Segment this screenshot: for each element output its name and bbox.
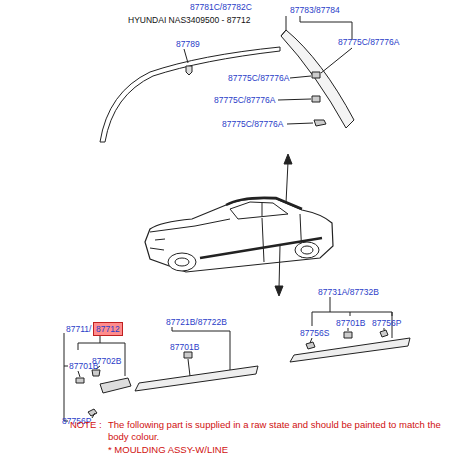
part-number: 87756P [372, 318, 401, 328]
part-number: 87721B/87722B [166, 317, 227, 327]
part-number: 87702B [92, 356, 121, 366]
part-number: 87775C/87776A [228, 73, 289, 83]
part-number: 87775C/87776A [222, 119, 283, 129]
note-label: NOTE : [70, 419, 102, 431]
note-text: * MOULDING ASSY-W/LINE [108, 444, 228, 456]
part-number: 87775C/87776A [338, 37, 399, 47]
note-text: The following part is supplied in a raw … [108, 419, 448, 443]
part-number: 87756S [300, 328, 329, 338]
part-number: 87701B [170, 342, 199, 352]
title-text: HYUNDAI NAS3409500 - 87712 [128, 15, 250, 25]
part-number: 87789 [176, 39, 200, 49]
part-number: 87712 [96, 324, 120, 334]
part-number: 87711/ [66, 324, 91, 334]
part-number: 87731A/87732B [318, 287, 379, 297]
part-number: 87783/87784 [290, 5, 340, 15]
part-number: 87781C/87782C [190, 2, 252, 12]
highlight-box: 87712 [93, 322, 123, 336]
part-number: 87701B [336, 318, 365, 328]
part-number: 87775C/87776A [214, 95, 275, 105]
